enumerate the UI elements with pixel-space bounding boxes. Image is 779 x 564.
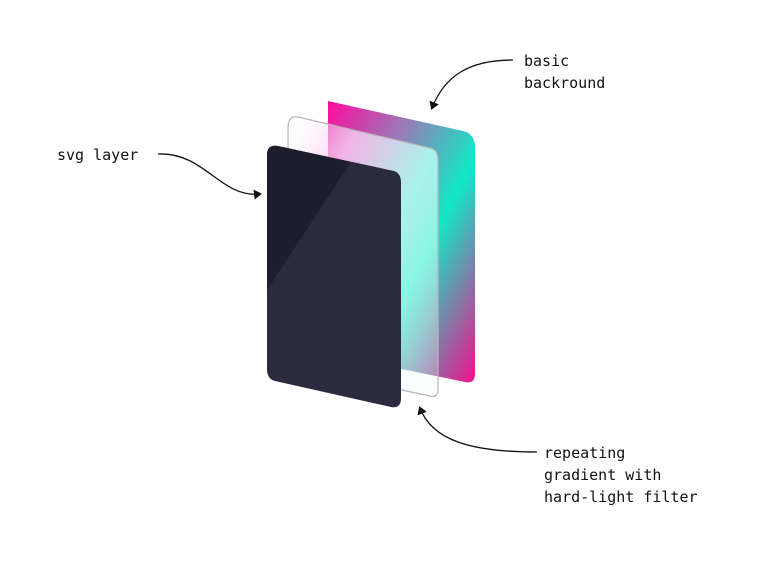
svg-layer-shadow-facet bbox=[267, 145, 351, 290]
arrow-repeating-gradient bbox=[417, 406, 538, 453]
arrow-svg-layer bbox=[157, 153, 262, 200]
arrow-basic-background bbox=[429, 59, 514, 110]
label-basic-line-2: backround bbox=[524, 74, 606, 92]
label-repeat-line-1: repeating bbox=[544, 444, 626, 462]
label-repeat-line-2: gradient with bbox=[544, 466, 662, 484]
label-basic-line-1: basic bbox=[524, 52, 570, 70]
label-svg-layer: svg layer bbox=[57, 146, 139, 164]
label-basic-background: basic backround bbox=[524, 50, 605, 94]
label-repeat-line-3: hard-light filter bbox=[544, 488, 698, 506]
label-repeating-gradient: repeating gradient with hard-light filte… bbox=[544, 442, 698, 508]
